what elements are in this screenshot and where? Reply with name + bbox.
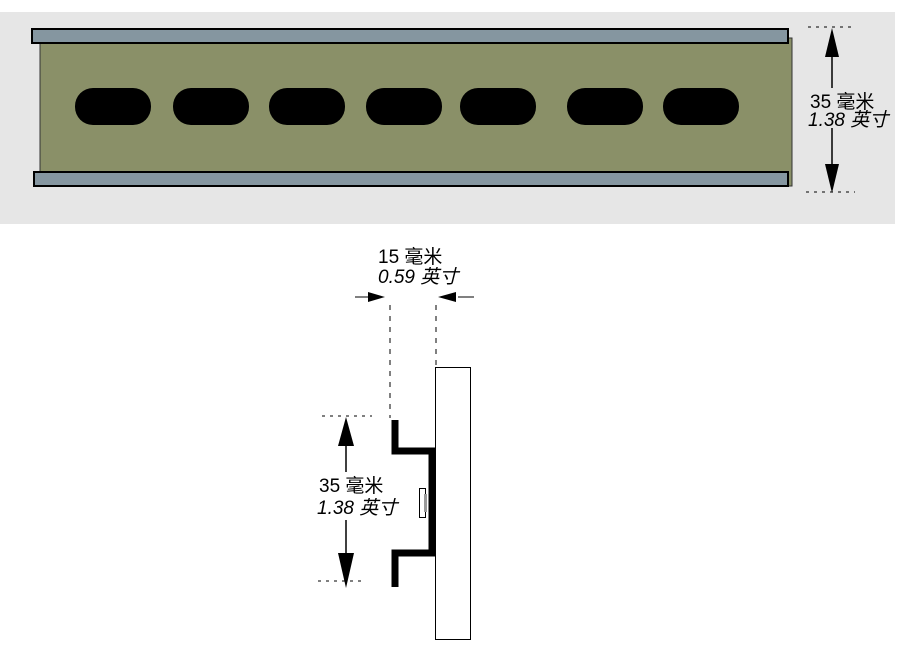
arrow-up-icon — [338, 417, 354, 446]
mounting-slot — [663, 88, 739, 125]
top-height-mm-label: 35 毫米 — [810, 91, 874, 113]
rail-bottom-flange — [33, 171, 789, 187]
arrow-up-icon — [825, 28, 839, 57]
mounting-slot — [173, 88, 249, 125]
top-height-in-label: 1.38 英寸 — [808, 110, 891, 131]
side-height-mm-label: 35 毫米 — [319, 475, 383, 497]
arrow-down-icon — [825, 164, 839, 193]
mounting-slot — [269, 88, 345, 125]
arrow-right-icon — [368, 292, 385, 302]
side-view: 15 毫米 0.59 英寸 35 毫米 1.38 英寸 — [317, 246, 474, 640]
rail-top-flange — [31, 28, 789, 44]
top-view: 35 毫米 1.38 英寸 — [0, 12, 895, 224]
mounting-surface — [435, 367, 471, 640]
mounting-slot — [75, 88, 151, 125]
arrow-left-icon — [438, 292, 456, 302]
mounting-slots — [75, 88, 739, 125]
side-height-in-label: 1.38 英寸 — [317, 498, 400, 519]
depth-mm-label: 15 毫米 — [378, 246, 442, 268]
top-height-dimension: 35 毫米 1.38 英寸 — [806, 26, 891, 193]
depth-in-label: 0.59 英寸 — [378, 267, 461, 288]
arrow-down-icon — [338, 553, 354, 588]
rail-profile — [391, 420, 436, 587]
mounting-slot — [567, 88, 643, 125]
rail-clip-detail — [424, 494, 427, 512]
mounting-slot — [366, 88, 442, 125]
mounting-slot — [460, 88, 536, 125]
